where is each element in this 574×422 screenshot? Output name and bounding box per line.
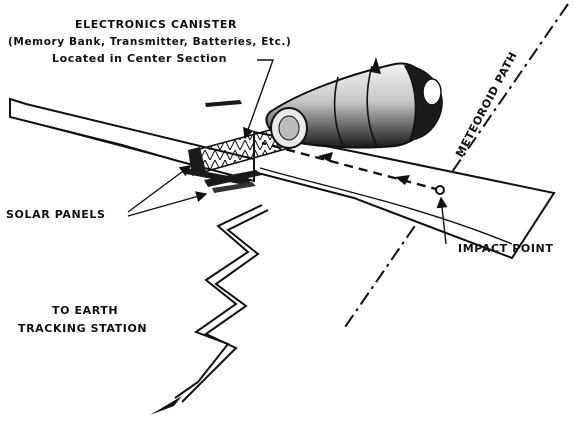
earth-station-line1: TO EARTH xyxy=(52,304,119,317)
panel-shadow-strut xyxy=(212,182,256,193)
solar-panels-label: SOLAR PANELS xyxy=(6,208,106,221)
end-box xyxy=(188,147,206,176)
panel-shadow-lower xyxy=(204,170,262,187)
nose-tip xyxy=(422,78,442,106)
solar-panel-right xyxy=(253,130,556,260)
impact-point-label: IMPACT POINT xyxy=(458,242,554,255)
impact-point-leader xyxy=(436,196,448,245)
signal-path-dashed xyxy=(261,141,441,192)
canister-title: ELECTRONICS CANISTER xyxy=(75,18,238,31)
hull-rim-inner xyxy=(278,115,300,141)
meteoroid-path-line xyxy=(342,3,569,331)
canister-leader xyxy=(243,59,274,140)
lightning-bolt-signal-inner xyxy=(181,209,269,403)
solar-panel-right-fold xyxy=(259,167,513,245)
canister-location: Located in Center Section xyxy=(52,52,228,65)
antenna-spike xyxy=(371,57,381,74)
impact-point-marker xyxy=(435,185,445,195)
solar-panels-leader-lower xyxy=(127,191,208,217)
panel-strut-top xyxy=(205,100,242,107)
lightning-bolt-signal xyxy=(174,204,263,399)
earth-station-line2: TRACKING STATION xyxy=(18,322,148,335)
hull-band-1 xyxy=(333,76,345,148)
canister-subtitle: (Memory Bank, Transmitter, Batteries, Et… xyxy=(8,36,292,48)
solar-panel-left-edge xyxy=(9,116,186,164)
lightning-bolt-tip xyxy=(150,396,182,415)
signal-arrow-1 xyxy=(318,152,333,162)
solar-panels-leader-upper xyxy=(127,165,192,213)
signal-arrow-2 xyxy=(395,175,410,185)
hull-band-2 xyxy=(366,65,379,149)
meteoroid-path-label: METEOROID PATH xyxy=(453,50,520,160)
